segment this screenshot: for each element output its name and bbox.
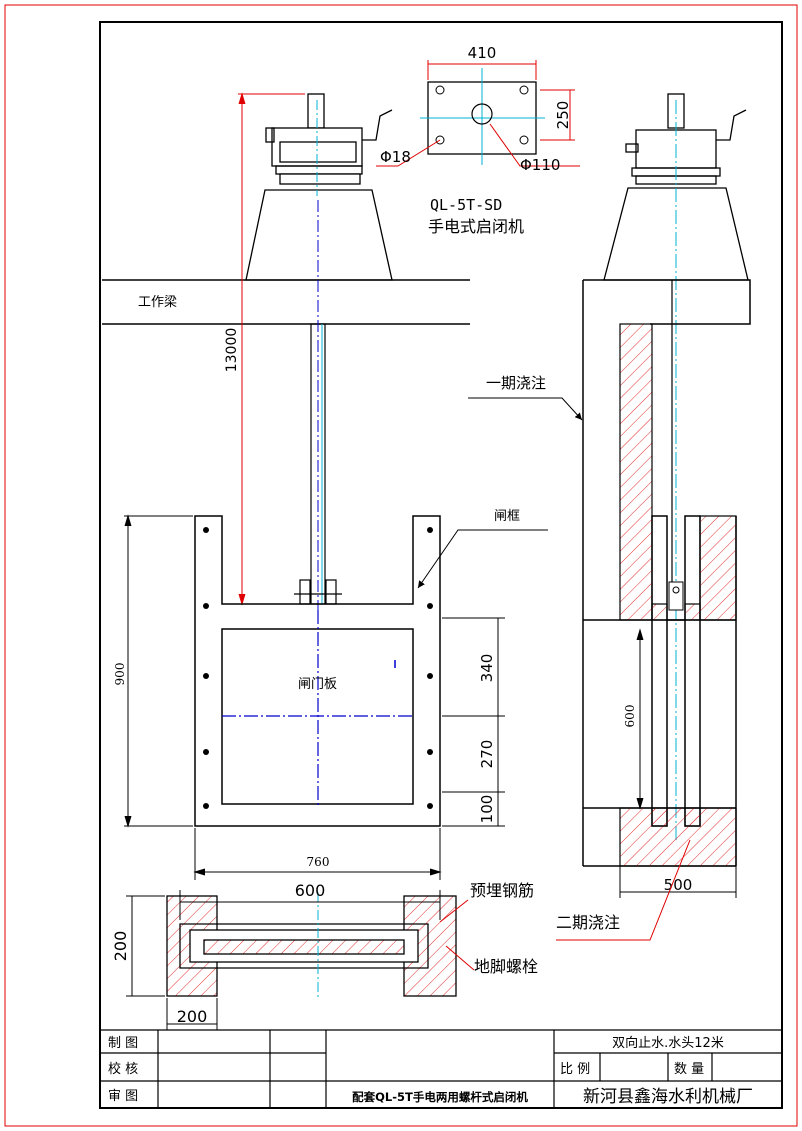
- side-width-label: 500: [664, 876, 693, 894]
- reviewed-label: 审 图: [108, 1089, 138, 1104]
- side-width-dimension: [619, 866, 737, 898]
- plan-width-label: 600: [295, 881, 326, 900]
- sheet-border: [4, 4, 798, 1127]
- hoist-side-view: [603, 93, 749, 281]
- side-opening-label: 600: [623, 705, 637, 728]
- title-block-grid: [100, 1029, 782, 1108]
- segment-dimensions: [442, 617, 505, 827]
- concrete-hatch-bottom: [619, 807, 737, 867]
- plate-dimensions: [376, 60, 580, 167]
- segment-bot-label: 100: [478, 795, 496, 824]
- plate-hole-center-label: Φ110: [520, 156, 560, 174]
- work-beam: [102, 279, 470, 325]
- second-pour-leader: [556, 839, 691, 941]
- plan-depth-label: 200: [111, 931, 130, 962]
- side-lug: [668, 581, 684, 611]
- anchor-bolt-label: 地脚螺栓: [474, 957, 538, 976]
- qty-label: 数 量: [674, 1062, 704, 1077]
- hoist-model: QL-5T-SD: [430, 196, 502, 214]
- plan-flange-label: 200: [177, 1007, 208, 1026]
- first-pour-label: 一期浇注: [486, 374, 546, 392]
- plate-width-label: 410: [468, 44, 497, 62]
- frame-width-label: 760: [307, 855, 330, 869]
- gate-frame-leader: [417, 529, 548, 589]
- drawn-label: 制 图: [108, 1036, 138, 1051]
- plan-section: [166, 892, 457, 1000]
- frame-width-dimension: [193, 828, 442, 880]
- side-lug-pin: [672, 586, 680, 594]
- spec-label: 双向止水.水头12米: [612, 1035, 724, 1051]
- frame-bolts: [203, 527, 433, 809]
- scale-label: 比 例: [560, 1062, 590, 1077]
- anchor-leader: [445, 945, 475, 971]
- frame-height-dimension: [124, 514, 193, 828]
- embedded-rebar-label: 预埋钢筋: [470, 881, 534, 900]
- concrete-hatch-right: [699, 515, 737, 621]
- segment-mid-label: 270: [478, 740, 496, 769]
- gate-lifting-lug: [294, 579, 342, 605]
- concrete-hatch-upper: [619, 323, 653, 621]
- height-dimension-label: 13000: [224, 328, 240, 373]
- gate-frame-label: 闸框: [494, 509, 520, 524]
- height-dimension: [238, 92, 330, 606]
- gate-frame: [194, 515, 441, 827]
- plate-hole-small-label: Φ18: [380, 148, 411, 166]
- hoist-name: 手电式启闭机: [428, 217, 524, 236]
- frame-height-label: 900: [113, 663, 127, 686]
- work-beam-label: 工作梁: [138, 295, 177, 310]
- drawing-frame: [99, 21, 783, 1109]
- mount-plate: [420, 68, 545, 165]
- gate-centerlines: [222, 610, 413, 808]
- rebar-leader: [439, 899, 469, 923]
- first-pour-leader: [468, 397, 583, 421]
- company-label: 新河县鑫海水利机械厂: [583, 1087, 753, 1107]
- plate-height-label: 250: [554, 101, 572, 130]
- segment-top-label: 340: [478, 654, 496, 683]
- seal-blocks: [651, 603, 701, 827]
- gate-leaf-label: 闸门板: [298, 677, 337, 692]
- side-opening-dimension: [636, 628, 644, 810]
- plan-dimensions: [126, 890, 441, 1030]
- hoist-front-view: [245, 93, 393, 281]
- checked-label: 校 核: [108, 1061, 138, 1077]
- product-label: 配套QL-5T手电两用螺杆式启闭机: [352, 1090, 528, 1104]
- second-pour-label: 二期浇注: [556, 913, 620, 932]
- screw-stem: [310, 200, 326, 610]
